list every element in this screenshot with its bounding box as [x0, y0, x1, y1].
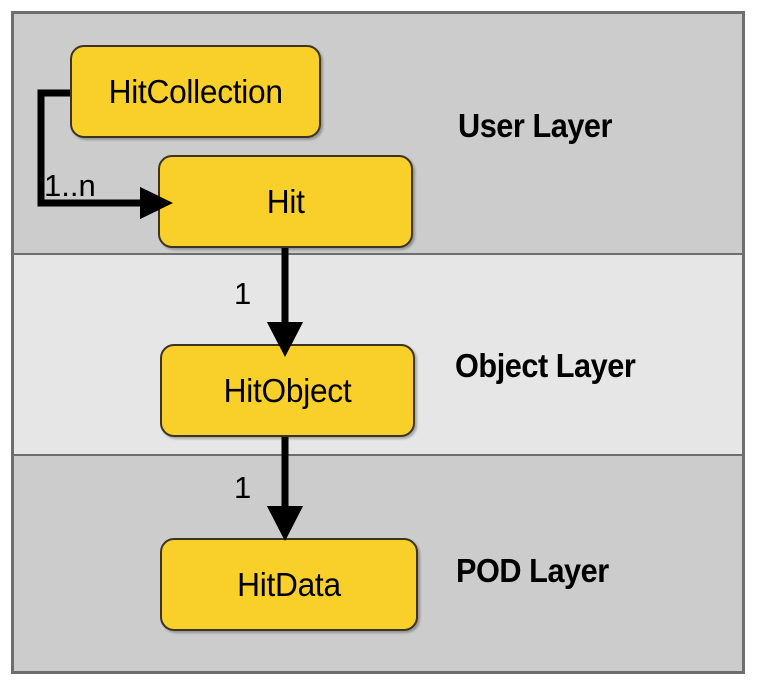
- connector-hitobject-to-hitdata: [267, 434, 303, 541]
- node-hitcollection-label: HitCollection: [108, 72, 283, 110]
- multiplicity-hitcollection-to-hit: 1..n: [44, 168, 96, 203]
- node-hit[interactable]: Hit: [158, 155, 413, 248]
- diagram-frame: HitCollection Hit HitObject HitData 1..n…: [11, 11, 745, 674]
- node-hit-label: Hit: [266, 182, 305, 220]
- node-hitcollection[interactable]: HitCollection: [70, 45, 321, 138]
- multiplicity-hit-to-hitobject: 1: [234, 276, 252, 311]
- layer-caption-pod: POD Layer: [456, 552, 609, 589]
- node-hitdata[interactable]: HitData: [160, 538, 418, 631]
- node-hitobject-label: HitObject: [223, 371, 352, 409]
- connector-hit-to-hitobject: [267, 242, 303, 357]
- node-hitdata-label: HitData: [237, 565, 341, 603]
- multiplicity-hitobject-to-hitdata: 1: [234, 470, 252, 505]
- layer-caption-user: User Layer: [458, 107, 613, 144]
- layer-caption-object: Object Layer: [455, 347, 636, 384]
- node-hitobject[interactable]: HitObject: [160, 344, 415, 437]
